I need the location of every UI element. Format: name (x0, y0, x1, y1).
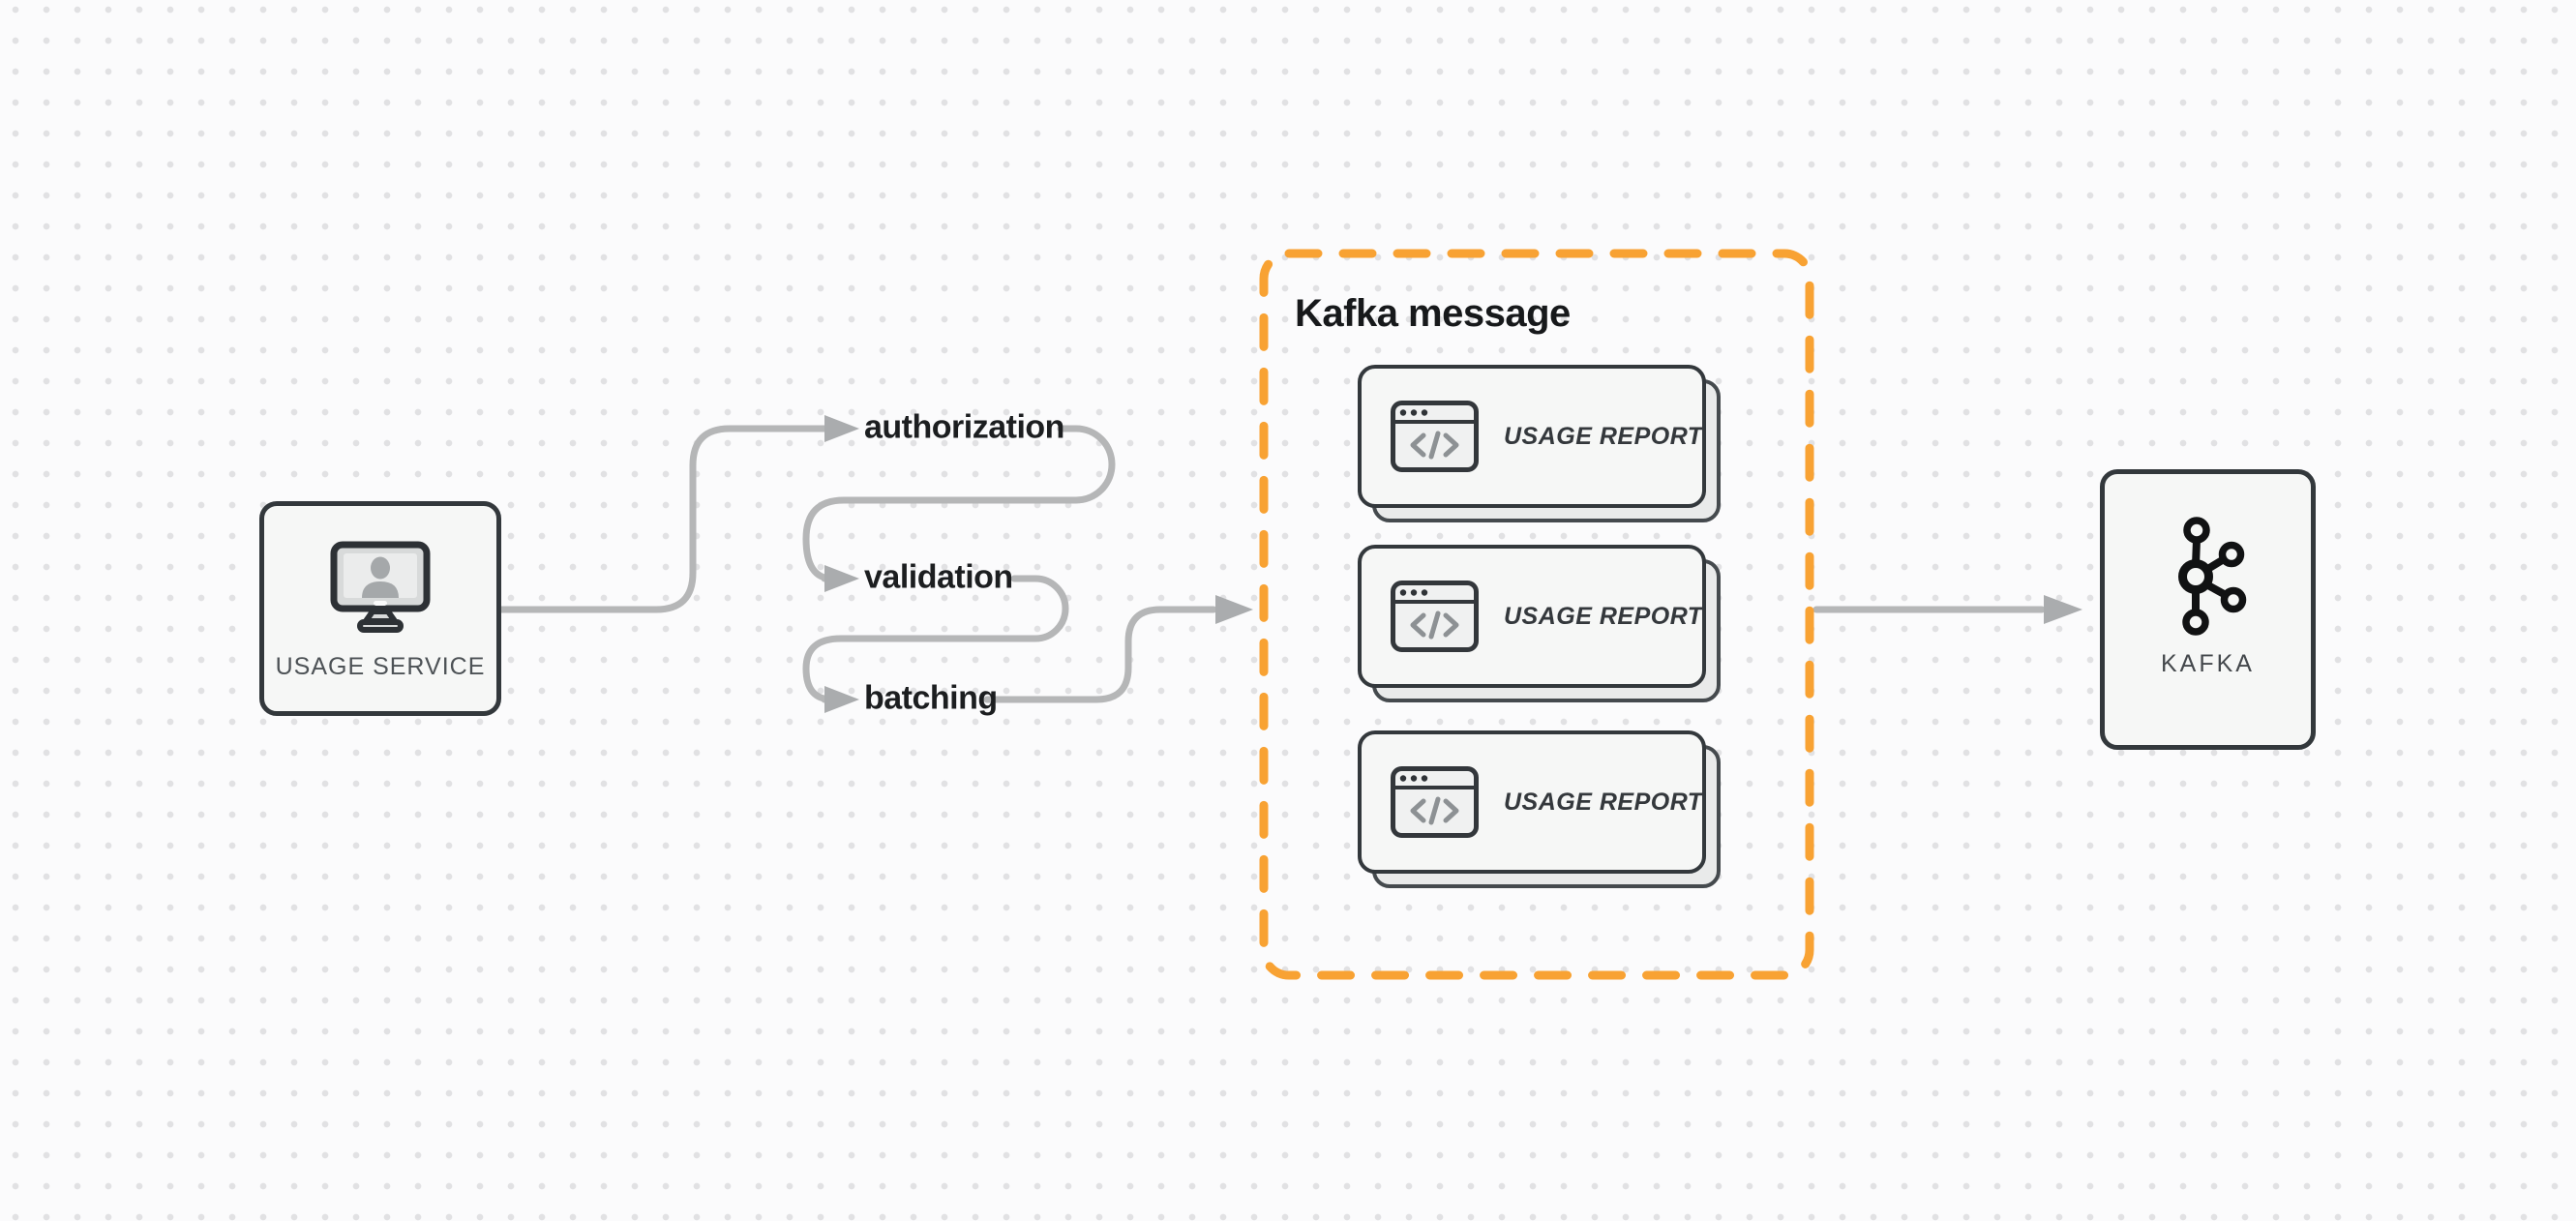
flow-step-validation: validation (864, 558, 1013, 596)
usage-report-label: USAGE REPORT (1504, 422, 1703, 450)
kafka-node: KAFKA (2100, 469, 2316, 750)
arrowhead-icon (2044, 595, 2082, 624)
flow-step-batching: batching (864, 679, 998, 717)
connector-source-to-authorization (497, 425, 828, 613)
code-window-icon (1391, 766, 1479, 838)
usage-report-card: USAGE REPORT (1358, 365, 1721, 522)
code-window-icon (1391, 401, 1479, 472)
arrowhead-icon (824, 686, 859, 713)
usage-report-label: USAGE REPORT (1504, 602, 1703, 630)
kafka-label: KAFKA (2161, 650, 2255, 677)
arrowhead-icon (824, 415, 859, 442)
arrowhead-icon (824, 565, 859, 592)
usage-report-label: USAGE REPORT (1504, 788, 1703, 816)
connector-authorization-to-validation (802, 425, 1116, 582)
kafka-logo-icon (2177, 517, 2246, 636)
connector-batching-to-group (983, 606, 1217, 703)
kafka-message-group-title: Kafka message (1295, 292, 1571, 335)
code-window-icon (1391, 581, 1479, 652)
usage-report-card: USAGE REPORT (1358, 730, 1721, 888)
user-monitor-icon (330, 541, 431, 633)
flow-step-authorization: authorization (864, 408, 1064, 446)
usage-service-node: USAGE SERVICE (259, 501, 501, 716)
usage-service-label: USAGE SERVICE (275, 653, 486, 680)
usage-report-card: USAGE REPORT (1358, 545, 1721, 702)
arrowhead-icon (1215, 595, 1253, 624)
